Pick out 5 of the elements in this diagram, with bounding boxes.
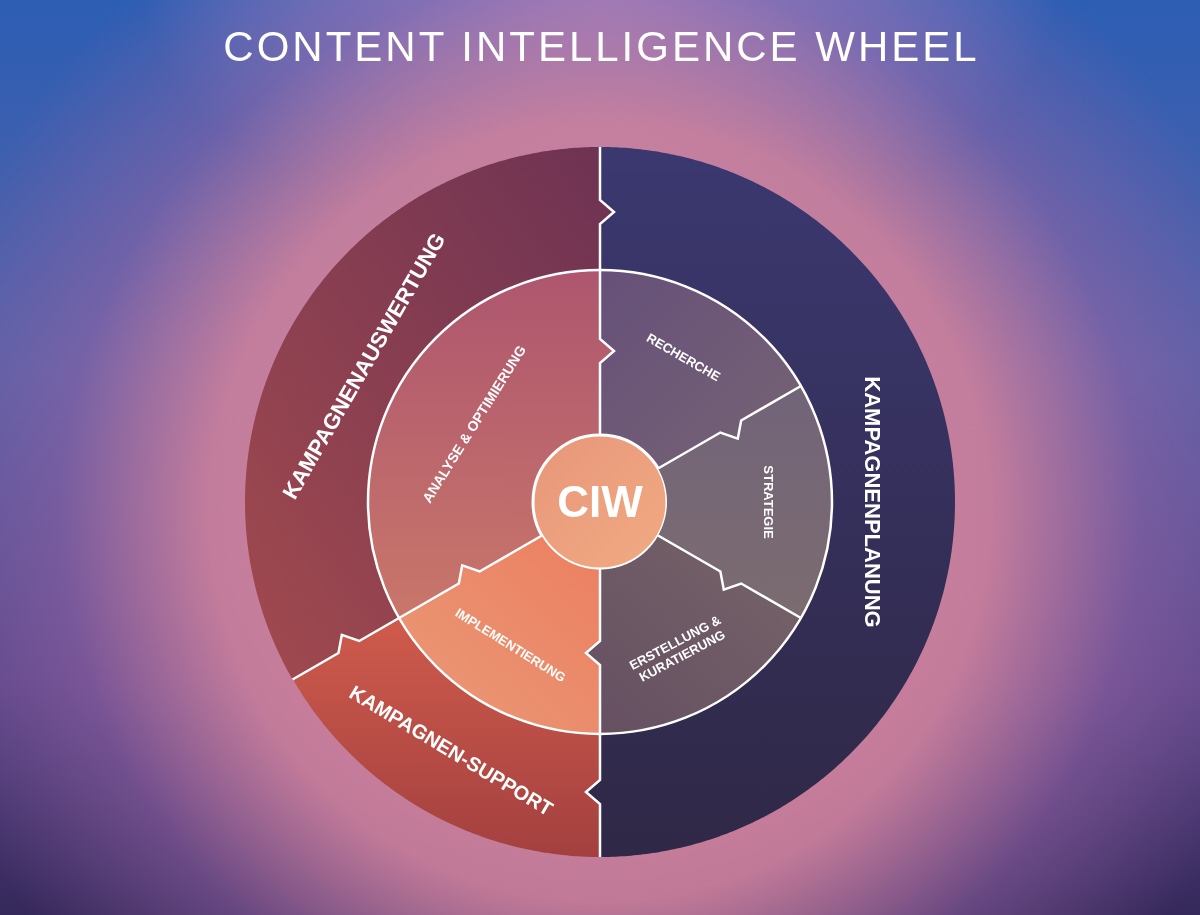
title: CONTENT INTELLIGENCE WHEEL (222, 24, 980, 71)
hub-label: CIW (557, 476, 643, 528)
segment-label: KAMPAGNENPLANUNG (859, 376, 885, 628)
segment-label: STRATEGIE (760, 465, 776, 539)
inner-ring-segment (658, 386, 832, 618)
